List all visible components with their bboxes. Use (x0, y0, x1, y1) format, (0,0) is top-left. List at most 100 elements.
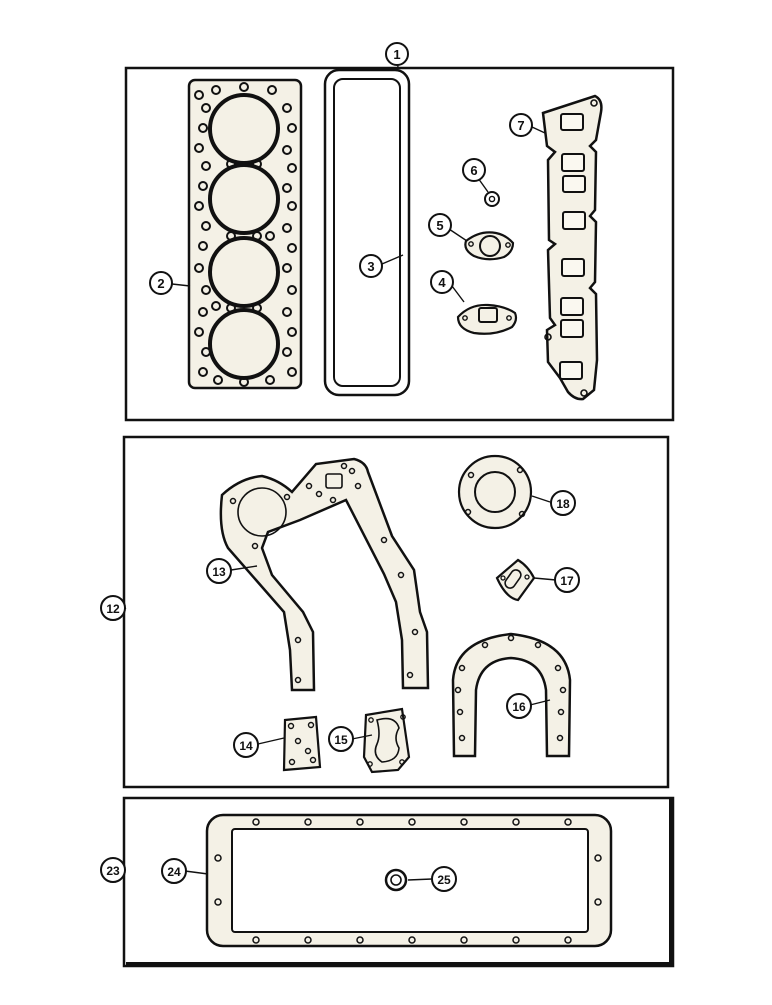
callout-bubble-18: 18 (550, 490, 576, 516)
bolt-hole (564, 936, 572, 944)
bolt-hole (516, 466, 524, 474)
bolt-hole (194, 143, 204, 153)
bolt-hole (282, 145, 292, 155)
bolt-hole (594, 854, 602, 862)
bolt-hole (287, 201, 297, 211)
rectangular-port-gasket (456, 303, 518, 335)
bolt-hole (458, 664, 466, 672)
bolt-hole (282, 183, 292, 193)
callout-label-23: 23 (106, 864, 120, 878)
bolt-hole (512, 818, 520, 826)
bolt-hole (408, 936, 416, 944)
bolt-hole (201, 161, 211, 171)
panel-23-oil-pan-gaskets (122, 796, 675, 968)
bolt-hole (267, 85, 277, 95)
callout-label-5: 5 (436, 218, 443, 233)
bolt-hole (201, 347, 211, 357)
drain-plug-washer (384, 868, 408, 892)
callout-bubble-4: 4 (430, 270, 454, 294)
callout-bubble-1: 1 (385, 42, 409, 66)
bolt-hole (481, 641, 489, 649)
bolt-hole (252, 159, 262, 169)
timing-cover-gasket (219, 457, 430, 692)
bearing-ring-gasket (457, 454, 533, 530)
callout-label-2: 2 (157, 276, 164, 291)
bolt-hole (556, 734, 564, 742)
callout-bubble-12: 12 (100, 595, 126, 621)
bolt-hole (287, 285, 297, 295)
callout-bubble-7: 7 (509, 113, 533, 137)
round-port-gasket (464, 231, 515, 261)
bolt-hole (456, 708, 464, 716)
bolt-hole (594, 898, 602, 906)
callout-label-17: 17 (560, 574, 574, 588)
bolt-hole (265, 231, 275, 241)
bolt-hole (305, 482, 313, 490)
bolt-hole (283, 493, 291, 501)
bolt-hole (458, 734, 466, 742)
bolt-hole (194, 90, 204, 100)
bolt-hole (287, 163, 297, 173)
bolt-hole (315, 490, 323, 498)
bolt-hole (226, 231, 236, 241)
bolt-hole (408, 818, 416, 826)
callout-label-16: 16 (512, 700, 526, 714)
bolt-hole (397, 571, 405, 579)
bolt-hole (282, 263, 292, 273)
bolt-hole (198, 181, 208, 191)
bolt-hole (559, 686, 567, 694)
bolt-hole (201, 221, 211, 231)
callout-label-6: 6 (470, 163, 477, 178)
panel-23-leaders (184, 870, 433, 881)
bolt-hole (564, 818, 572, 826)
bolt-hole (229, 497, 237, 505)
bolt-hole (282, 307, 292, 317)
bolt-hole (460, 936, 468, 944)
bolt-hole (194, 327, 204, 337)
bolt-hole (265, 375, 275, 385)
pump-body-gasket (362, 707, 411, 774)
bolt-hole (198, 123, 208, 133)
bolt-hole (282, 223, 292, 233)
callout-bubble-3: 3 (359, 254, 383, 278)
callout-bubble-23: 23 (100, 857, 126, 883)
bolt-hole (198, 307, 208, 317)
callout-label-3: 3 (367, 259, 374, 274)
callout-bubble-5: 5 (428, 213, 452, 237)
bolt-hole (512, 936, 520, 944)
bolt-hole (239, 377, 249, 387)
callout-label-13: 13 (212, 565, 226, 579)
panel-12-timing-cover-gaskets (122, 435, 670, 789)
manifold-gasket (541, 94, 603, 401)
bolt-hole (557, 708, 565, 716)
bolt-hole (518, 510, 526, 518)
bolt-hole (294, 676, 302, 684)
bolt-hole (304, 936, 312, 944)
callout-bubble-6: 6 (462, 158, 486, 182)
bolt-hole (287, 243, 297, 253)
callout-label-1: 1 (393, 47, 400, 62)
bolt-hole (287, 327, 297, 337)
callout-label-4: 4 (438, 275, 446, 290)
bolt-hole (340, 462, 348, 470)
callout-label-24: 24 (167, 865, 181, 879)
callout-bubble-13: 13 (206, 558, 232, 584)
panel-12-leaders (123, 495, 557, 745)
callout-bubble-16: 16 (506, 693, 532, 719)
bolt-hole (213, 375, 223, 385)
callout-label-12: 12 (106, 602, 120, 616)
bolt-hole (454, 686, 462, 694)
bolt-hole (411, 628, 419, 636)
square-cover-gasket (282, 715, 322, 772)
bolt-hole (348, 467, 356, 475)
bolt-hole (287, 367, 297, 377)
bolt-hole (294, 636, 302, 644)
panel-1-top-end-gaskets (124, 53, 675, 422)
rocker-cover-gasket (323, 68, 411, 397)
bolt-hole (226, 303, 236, 313)
bolt-hole (198, 241, 208, 251)
callout-label-18: 18 (556, 497, 570, 511)
bolt-hole (356, 818, 364, 826)
